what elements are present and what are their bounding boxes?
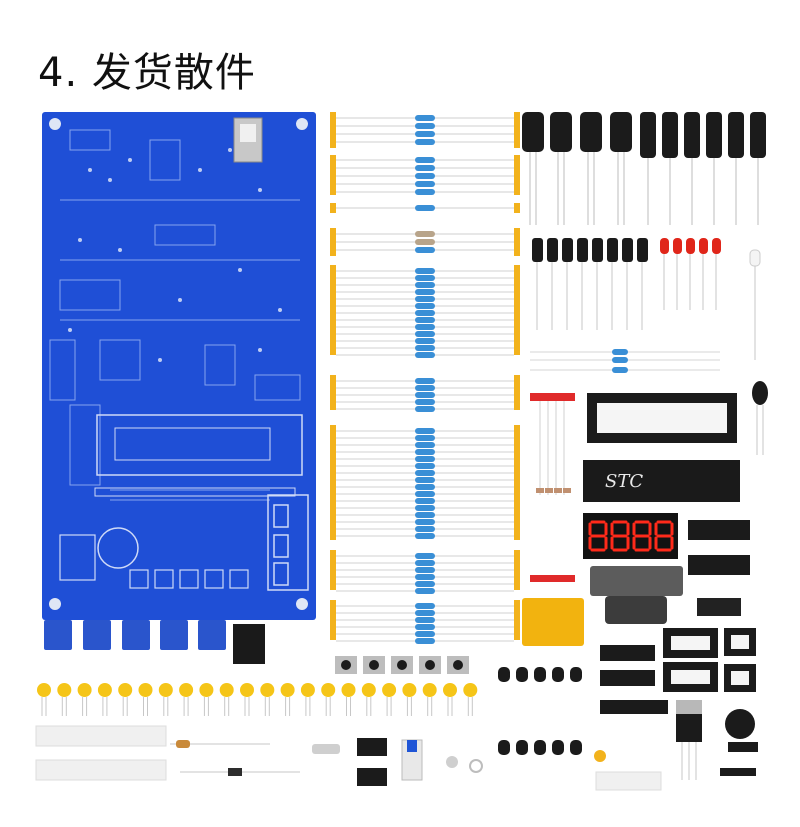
misc-bottom-parts (170, 738, 756, 786)
pin-headers (688, 520, 750, 616)
resistor-tape-strips (330, 112, 520, 644)
seven-segment-display (583, 513, 678, 559)
db9-and-relay (522, 566, 683, 646)
dip-ics-and-sockets (600, 628, 756, 714)
ceramic-capacitors (37, 683, 478, 716)
regulator-and-buzzer (676, 700, 758, 780)
electrolytic-capacitors-large (522, 112, 766, 225)
dc-power-jack (233, 624, 265, 664)
page-title: 4. 发货散件 (38, 50, 256, 96)
transistors (498, 667, 582, 755)
smd-component-tapes (35, 725, 662, 791)
mcu-brand-label: STC (605, 471, 643, 492)
trimmer-potentiometers (44, 620, 226, 650)
ic-socket-and-mcu: STC (530, 381, 768, 502)
pcb-board (42, 112, 316, 620)
tactile-buttons (335, 656, 469, 674)
small-capacitors-and-leds (530, 238, 761, 373)
